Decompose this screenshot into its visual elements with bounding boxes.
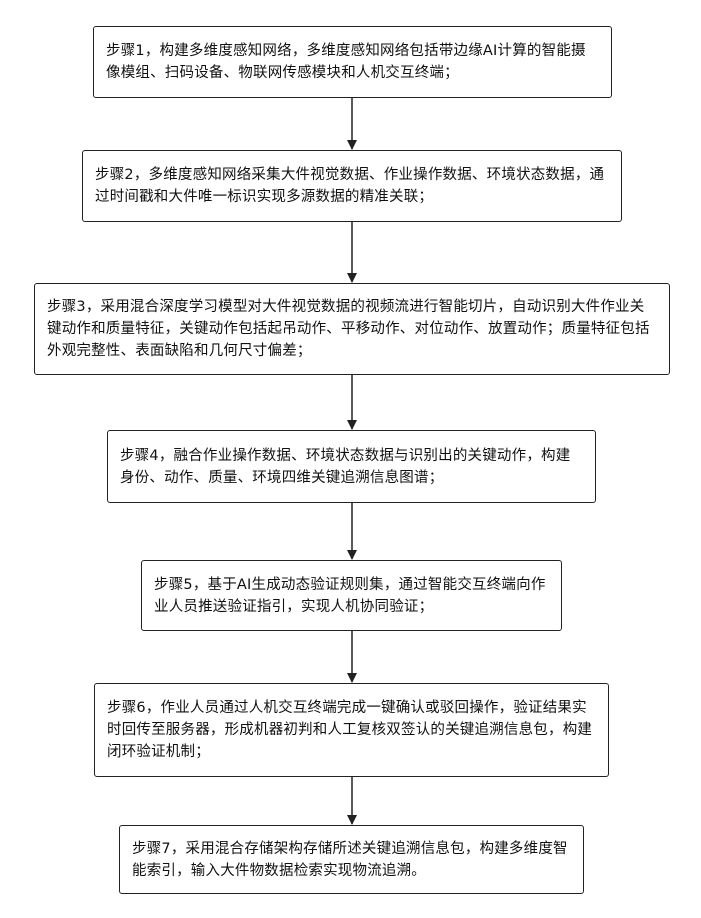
step-6-box: 步骤6，作业人员通过人机交互终端完成一键确认或驳回操作，验证结果实时回传至服务器…: [94, 683, 609, 777]
step-2-text: 步骤2，多维度感知网络采集大件视觉数据、作业操作数据、环境状态数据，通过时间戳和…: [95, 164, 609, 208]
step-3-text: 步骤3，采用混合深度学习模型对大件视觉数据的视频流进行智能切片，自动识别大件作业…: [47, 296, 657, 362]
step-2-box: 步骤2，多维度感知网络采集大件视觉数据、作业操作数据、环境状态数据，通过时间戳和…: [82, 150, 622, 222]
step-6-text: 步骤6，作业人员通过人机交互终端完成一键确认或驳回操作，验证结果实时回传至服务器…: [107, 697, 596, 763]
step-7-box: 步骤7，采用混合存储架构存储所述关键追溯信息包，构建多维度智能索引，输入大件物数…: [119, 825, 584, 894]
step-5-text: 步骤5，基于AI生成动态验证规则集，通过智能交互终端向作业人员推送验证指引，实现…: [154, 574, 549, 618]
step-7-text: 步骤7，采用混合存储架构存储所述关键追溯信息包，构建多维度智能索引，输入大件物数…: [132, 838, 571, 882]
step-1-text: 步骤1，构建多维度感知网络，多维度感知网络包括带边缘AI计算的智能摄像模组、扫码…: [106, 40, 599, 84]
step-4-text: 步骤4，融合作业操作数据、环境状态数据与识别出的关键动作，构建身份、动作、质量、…: [120, 445, 583, 489]
step-5-box: 步骤5，基于AI生成动态验证规则集，通过智能交互终端向作业人员推送验证指引，实现…: [141, 560, 562, 631]
step-4-box: 步骤4，融合作业操作数据、环境状态数据与识别出的关键动作，构建身份、动作、质量、…: [107, 430, 596, 503]
step-3-box: 步骤3，采用混合深度学习模型对大件视觉数据的视频流进行智能切片，自动识别大件作业…: [34, 283, 670, 375]
step-1-box: 步骤1，构建多维度感知网络，多维度感知网络包括带边缘AI计算的智能摄像模组、扫码…: [93, 26, 612, 98]
